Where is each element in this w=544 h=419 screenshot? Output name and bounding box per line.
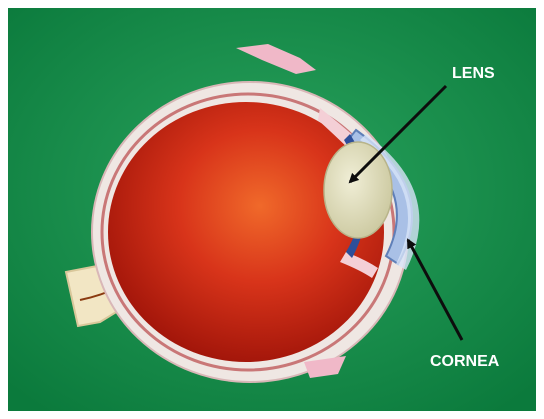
lens	[324, 142, 392, 238]
lens-label: LENS	[452, 65, 495, 82]
cornea-label: CORNEA	[430, 353, 500, 370]
